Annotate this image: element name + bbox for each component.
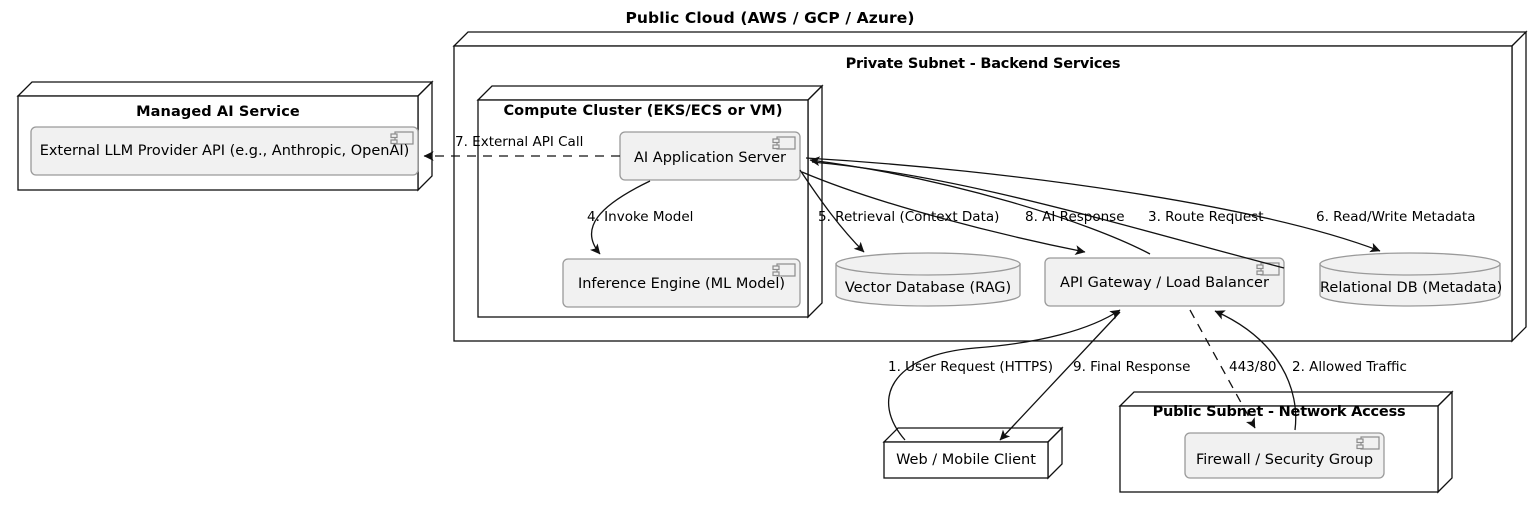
- component-label-firewall: Firewall / Security Group: [1195, 452, 1374, 468]
- database-relational-db[interactable]: [1319, 252, 1501, 307]
- edge-6-read-write-metadata: [805, 157, 1381, 253]
- edge-label-4: 4. Invoke Model: [587, 209, 694, 225]
- edge-label-6: 6. Read/Write Metadata: [1316, 209, 1476, 225]
- node-label-web-mobile-client: Web / Mobile Client: [896, 452, 1036, 468]
- component-label-inference-engine: Inference Engine (ML Model): [577, 276, 786, 292]
- component-label-ai-app-server: AI Application Server: [634, 150, 786, 166]
- component-label-external-llm: External LLM Provider API (e.g., Anthrop…: [39, 143, 410, 159]
- edge-9-final-response: [999, 311, 1121, 441]
- edge-label-443-80: 443/80: [1229, 359, 1277, 375]
- database-label-vector-db: Vector Database (RAG): [844, 280, 1012, 296]
- edge-label-9: 9. Final Response: [1073, 359, 1191, 375]
- component-firewall[interactable]: [1184, 432, 1385, 479]
- edge-3-route-request: [809, 156, 1151, 255]
- database-vector-db[interactable]: [835, 252, 1021, 307]
- edge-label-5: 5. Retrieval (Context Data): [818, 209, 1000, 225]
- container-title-public-subnet: Public Subnet - Network Access: [1152, 404, 1406, 420]
- edge-8-ai-response: [801, 171, 1086, 255]
- node-public-subnet[interactable]: [1118, 390, 1454, 494]
- container-title-compute-cluster: Compute Cluster (EKS/ECS or VM): [503, 103, 783, 119]
- edge-label-2: 2. Allowed Traffic: [1292, 359, 1407, 375]
- edge-label-7: 7. External API Call: [455, 134, 584, 150]
- edge-label-3: 3. Route Request: [1148, 209, 1264, 225]
- edge-443-80: [1189, 309, 1256, 429]
- edge-3-route-request-assist: [811, 161, 1285, 269]
- edge-1-user-request-https: [888, 309, 1121, 441]
- component-label-api-gateway: API Gateway / Load Balancer: [1060, 275, 1269, 291]
- database-label-relational-db: Relational DB (Metadata): [1320, 280, 1503, 296]
- edge-label-1: 1. User Request (HTTPS): [888, 359, 1054, 375]
- component-inference-engine[interactable]: [562, 258, 801, 308]
- node-web-mobile-client[interactable]: [882, 426, 1064, 480]
- container-title-private-subnet: Private Subnet - Backend Services: [845, 56, 1121, 72]
- edge-5-retrieval-context-data: [799, 169, 865, 253]
- edge-label-8: 8. AI Response: [1025, 209, 1125, 225]
- edge-4-invoke-model: [590, 180, 651, 255]
- component-api-gateway[interactable]: [1044, 257, 1285, 307]
- component-external-llm[interactable]: [30, 126, 419, 176]
- diagram-title: Public Cloud (AWS / GCP / Azure): [625, 9, 915, 27]
- container-title-managed-ai-service: Managed AI Service: [136, 104, 300, 120]
- edge-2-allowed-traffic: [1214, 310, 1297, 431]
